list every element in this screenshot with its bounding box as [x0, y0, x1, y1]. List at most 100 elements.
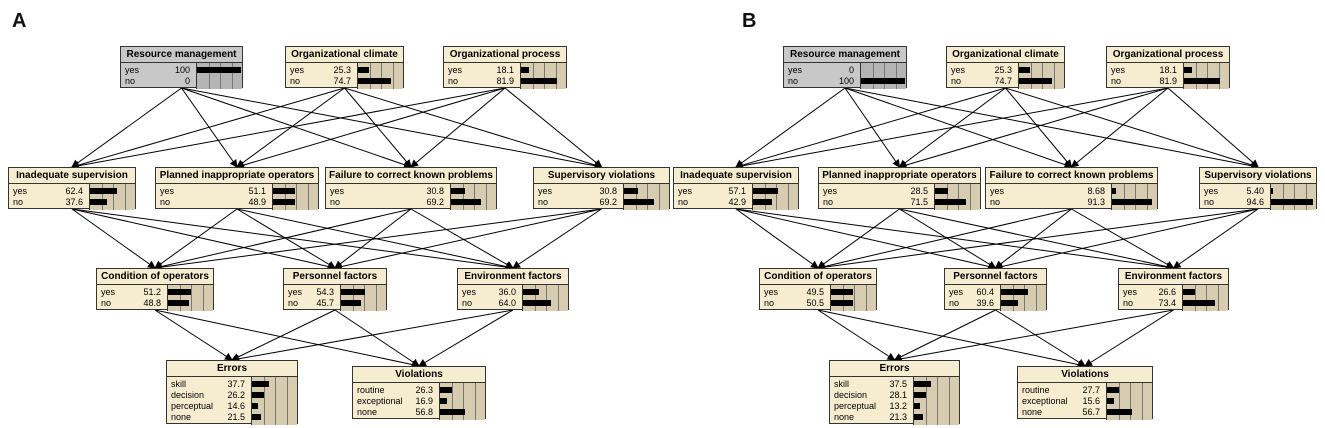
state-value: 56.8 [415, 407, 433, 417]
edge-is-ef [735, 208, 1175, 272]
bar-gridline [308, 184, 309, 210]
edge-fck-co [154, 208, 412, 271]
bar-gridline [125, 184, 126, 210]
state-value: 8.68 [1087, 186, 1105, 196]
edge-sv-pf [994, 208, 1259, 271]
bar-gridline [264, 377, 265, 425]
state-label: perceptual [171, 401, 214, 411]
state-probability-bar [273, 199, 295, 205]
bar-gridline [947, 184, 948, 210]
bar-gridline [1306, 184, 1307, 210]
state-label: perceptual [834, 401, 877, 411]
state-value: 71.5 [910, 197, 928, 207]
state-probability-bar [914, 392, 926, 398]
edge-oc-fck [344, 87, 412, 168]
state-probability-bar [831, 289, 853, 295]
bar-gridline [926, 377, 927, 425]
bar-gridline [1119, 383, 1120, 420]
bar-gridline [1042, 63, 1043, 89]
edge-rm-is [71, 87, 182, 168]
state-probability-bar [1001, 300, 1018, 306]
